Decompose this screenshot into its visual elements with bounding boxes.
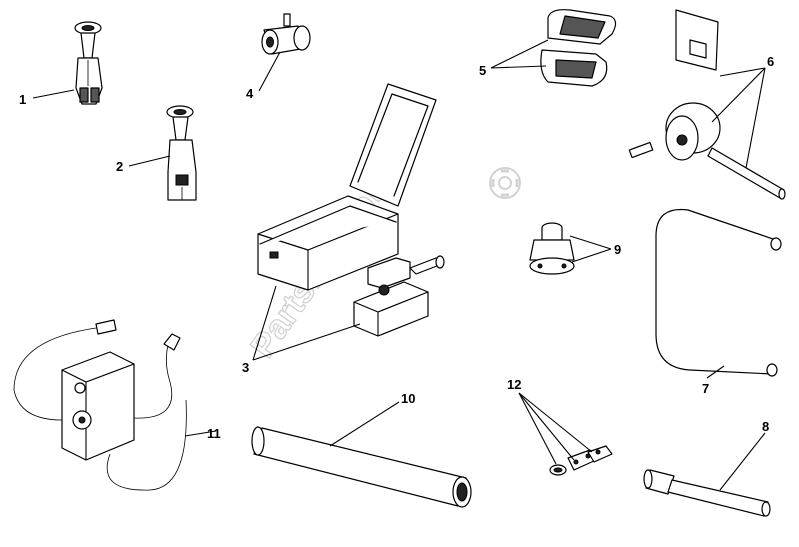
gear-logo — [489, 167, 521, 199]
part-5-collar — [540, 9, 617, 87]
part-4-bushing — [261, 13, 311, 55]
callout-6: 6 — [767, 54, 774, 69]
part-3-block — [353, 255, 445, 337]
callout-5: 5 — [479, 63, 486, 78]
callout-1: 1 — [19, 92, 26, 107]
callout-8: 8 — [762, 419, 769, 434]
part-9-fitting — [529, 222, 575, 275]
part-3-toolbox — [257, 83, 437, 291]
part-11-controller — [13, 319, 187, 491]
part-8-pin — [643, 469, 771, 517]
callout-4: 4 — [246, 86, 254, 101]
callout-3: 3 — [242, 360, 249, 375]
callout-2: 2 — [116, 159, 123, 174]
callout-9: 9 — [614, 242, 621, 257]
part-6-set — [628, 9, 786, 200]
callout-12: 12 — [507, 377, 521, 392]
part-1-tool — [74, 21, 103, 105]
callout-labels: 1 2 3 4 5 6 7 8 9 10 11 12 — [19, 54, 774, 441]
callout-7: 7 — [702, 381, 709, 396]
part-2-tool — [166, 105, 197, 201]
part-10-tube — [251, 426, 472, 508]
leader-lines — [32, 39, 766, 491]
part-7-stand — [655, 208, 782, 377]
callout-10: 10 — [401, 391, 415, 406]
callout-11: 11 — [207, 426, 221, 441]
part-12-chain-links — [549, 445, 613, 476]
